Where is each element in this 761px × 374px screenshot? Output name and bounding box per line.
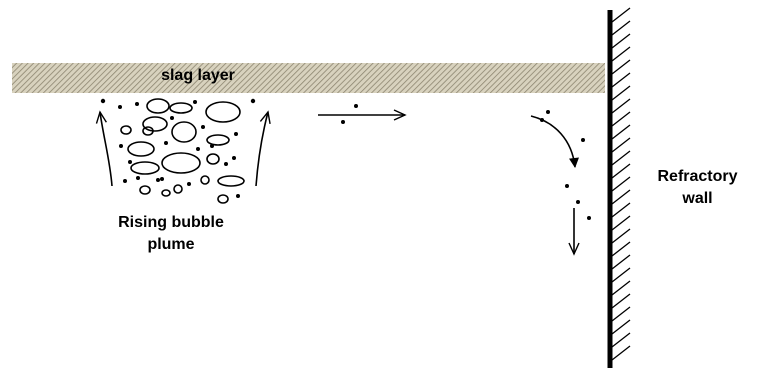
wall-particle — [540, 118, 544, 122]
wall-hatch-tick — [611, 345, 631, 361]
bubble — [173, 184, 183, 194]
wall-hatch-tick — [611, 306, 631, 322]
bubble — [130, 161, 160, 175]
bubble-plume — [120, 98, 245, 204]
bubble — [206, 134, 230, 146]
wall-particle — [581, 138, 585, 142]
wall-hatch-tick — [611, 254, 631, 270]
wall-hatch-tick — [611, 59, 631, 75]
refractory-wall-label: Refractory wall — [640, 166, 755, 210]
wall-label-line1: Refractory — [657, 168, 738, 185]
wall-hatch-tick — [611, 241, 631, 257]
right-rising-arrow — [255, 110, 271, 187]
wall-hatch-tick — [611, 46, 631, 62]
wall-hatch-tick — [611, 176, 631, 192]
wall-hatch-tick — [611, 280, 631, 296]
plume-label-line2: plume — [147, 236, 195, 253]
wall-hatch-tick — [611, 189, 631, 205]
bubble — [205, 101, 241, 123]
wall-hatch-tick — [611, 137, 631, 153]
bubble — [120, 125, 132, 135]
bubble — [142, 126, 154, 136]
slag-layer-label: slag layer — [161, 67, 235, 84]
bubble — [161, 189, 171, 197]
wall-hatch-tick — [611, 202, 631, 218]
inclusion-particles — [100, 98, 256, 198]
wall-hatch-tick — [611, 111, 631, 127]
wall-label-line2: wall — [682, 190, 713, 207]
plume-label: Rising bubble plume — [96, 212, 246, 256]
bubble — [127, 141, 155, 157]
bubble — [217, 175, 245, 187]
bubble — [142, 116, 168, 132]
bubble — [139, 185, 151, 195]
slag-layer-band — [12, 63, 605, 93]
flow-particle — [341, 120, 345, 124]
wall-hatch-tick — [611, 293, 631, 309]
bubble — [200, 175, 210, 185]
wall-particle — [587, 216, 591, 220]
bubble — [217, 194, 229, 204]
wall-hatch-tick — [611, 319, 631, 335]
bubble — [206, 153, 220, 165]
bubble — [161, 152, 201, 174]
wall-particle — [576, 200, 580, 204]
wall-hatch-tick — [611, 228, 631, 244]
wall-hatch-tick — [611, 150, 631, 166]
curved-down-arrow — [530, 115, 579, 168]
refractory-wall-hatching — [611, 7, 631, 361]
wall-particle — [565, 184, 569, 188]
wall-hatch-tick — [611, 215, 631, 231]
wall-hatch-tick — [611, 72, 631, 88]
wall-hatch-tick — [611, 98, 631, 114]
bubble — [169, 102, 193, 114]
wall-hatch-tick — [611, 267, 631, 283]
plume-label-line1: Rising bubble — [118, 214, 224, 231]
wall-hatch-tick — [611, 7, 631, 23]
left-rising-arrow — [95, 110, 113, 187]
wall-particle — [546, 110, 550, 114]
bubble — [146, 98, 170, 114]
wall-hatch-tick — [611, 332, 631, 348]
bubble — [171, 121, 197, 143]
flow-particle — [354, 104, 358, 108]
wall-hatch-tick — [611, 124, 631, 140]
wall-hatch-tick — [611, 33, 631, 49]
wall-hatch-tick — [611, 85, 631, 101]
wall-hatch-tick — [611, 163, 631, 179]
wall-hatch-tick — [611, 20, 631, 36]
